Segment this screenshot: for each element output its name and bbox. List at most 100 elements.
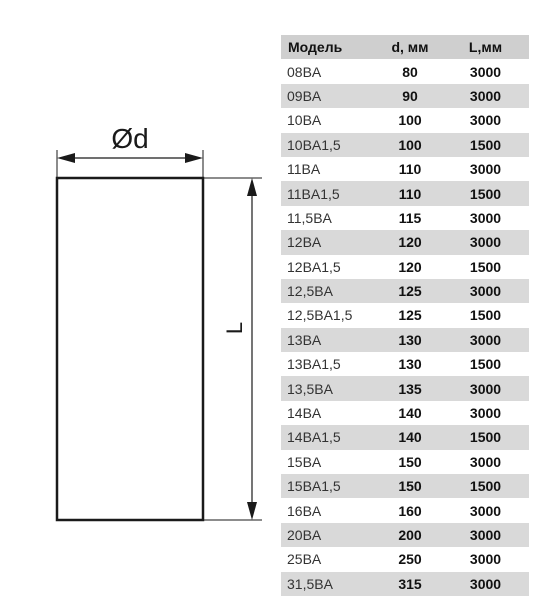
cell-diameter: 140	[378, 425, 442, 450]
cell-diameter: 140	[378, 400, 442, 426]
cell-model: 13BA1,5	[281, 352, 378, 377]
duct-outline	[55, 176, 205, 522]
cell-diameter: 125	[378, 303, 442, 328]
cell-length: 3000	[442, 327, 529, 353]
cell-length: 1500	[442, 132, 529, 157]
cell-diameter: 130	[378, 327, 442, 353]
cell-diameter: 120	[378, 254, 442, 279]
cell-diameter: 250	[378, 547, 442, 572]
length-arrow-top	[247, 178, 257, 196]
length-arrow-bottom	[247, 502, 257, 520]
cell-length: 3000	[442, 376, 529, 401]
cell-length: 3000	[442, 522, 529, 548]
cell-model: 12BA1,5	[281, 254, 378, 279]
header-model: Модель	[281, 35, 378, 60]
diameter-arrow-left	[57, 153, 75, 163]
cell-model: 25BA	[281, 547, 378, 572]
diameter-label: Ød	[111, 123, 148, 154]
cell-diameter: 110	[378, 181, 442, 206]
cell-model: 11BA1,5	[281, 181, 378, 206]
cell-model: 15BA1,5	[281, 474, 378, 499]
cell-length: 3000	[442, 400, 529, 426]
cell-length: 3000	[442, 547, 529, 572]
cell-model: 12,5BA1,5	[281, 303, 378, 328]
cell-diameter: 130	[378, 352, 442, 377]
cell-diameter: 80	[378, 59, 442, 84]
cell-diameter: 110	[378, 156, 442, 182]
cell-diameter: 135	[378, 376, 442, 401]
cell-length: 3000	[442, 571, 529, 596]
cell-diameter: 100	[378, 108, 442, 133]
table-header-row: Модель d, мм L,мм	[281, 35, 529, 60]
cell-model: 10BA	[281, 108, 378, 133]
cell-length: 3000	[442, 449, 529, 475]
header-diameter: d, мм	[378, 35, 442, 60]
cell-diameter: 90	[378, 83, 442, 109]
cell-diameter: 315	[378, 571, 442, 596]
cell-model: 08BA	[281, 59, 378, 84]
cell-model: 13,5BA	[281, 376, 378, 401]
cell-model: 09BA	[281, 83, 378, 109]
cell-length: 3000	[442, 498, 529, 523]
cell-length: 1500	[442, 425, 529, 450]
cell-model: 15BA	[281, 449, 378, 475]
cell-model: 12,5BA	[281, 278, 378, 304]
cell-model: 12BA	[281, 230, 378, 255]
cell-length: 3000	[442, 156, 529, 182]
cell-diameter: 115	[378, 205, 442, 231]
cell-model: 11,5BA	[281, 205, 378, 231]
cell-model: 31,5BA	[281, 571, 378, 596]
cell-model: 13BA	[281, 327, 378, 353]
cell-length: 3000	[442, 83, 529, 109]
cell-diameter: 200	[378, 522, 442, 548]
cell-length: 1500	[442, 303, 529, 328]
diameter-arrow-right	[185, 153, 203, 163]
cell-model: 20BA	[281, 522, 378, 548]
cell-diameter: 160	[378, 498, 442, 523]
cell-length: 3000	[442, 230, 529, 255]
cell-model: 10BA1,5	[281, 132, 378, 157]
cell-diameter: 125	[378, 278, 442, 304]
cell-diameter: 150	[378, 449, 442, 475]
cell-length: 3000	[442, 59, 529, 84]
cell-length: 1500	[442, 254, 529, 279]
cell-model: 14BA1,5	[281, 425, 378, 450]
cell-model: 14BA	[281, 400, 378, 426]
cell-diameter: 150	[378, 474, 442, 499]
cell-length: 1500	[442, 352, 529, 377]
header-length: L,мм	[442, 35, 529, 60]
cell-length: 1500	[442, 181, 529, 206]
cell-diameter: 120	[378, 230, 442, 255]
length-label: L	[222, 322, 247, 334]
cell-model: 11BA	[281, 156, 378, 182]
cell-diameter: 100	[378, 132, 442, 157]
cell-length: 3000	[442, 205, 529, 231]
cell-length: 3000	[442, 108, 529, 133]
duct-dimension-drawing: Ød L	[55, 123, 262, 522]
cell-model: 16BA	[281, 498, 378, 523]
cell-length: 1500	[442, 474, 529, 499]
